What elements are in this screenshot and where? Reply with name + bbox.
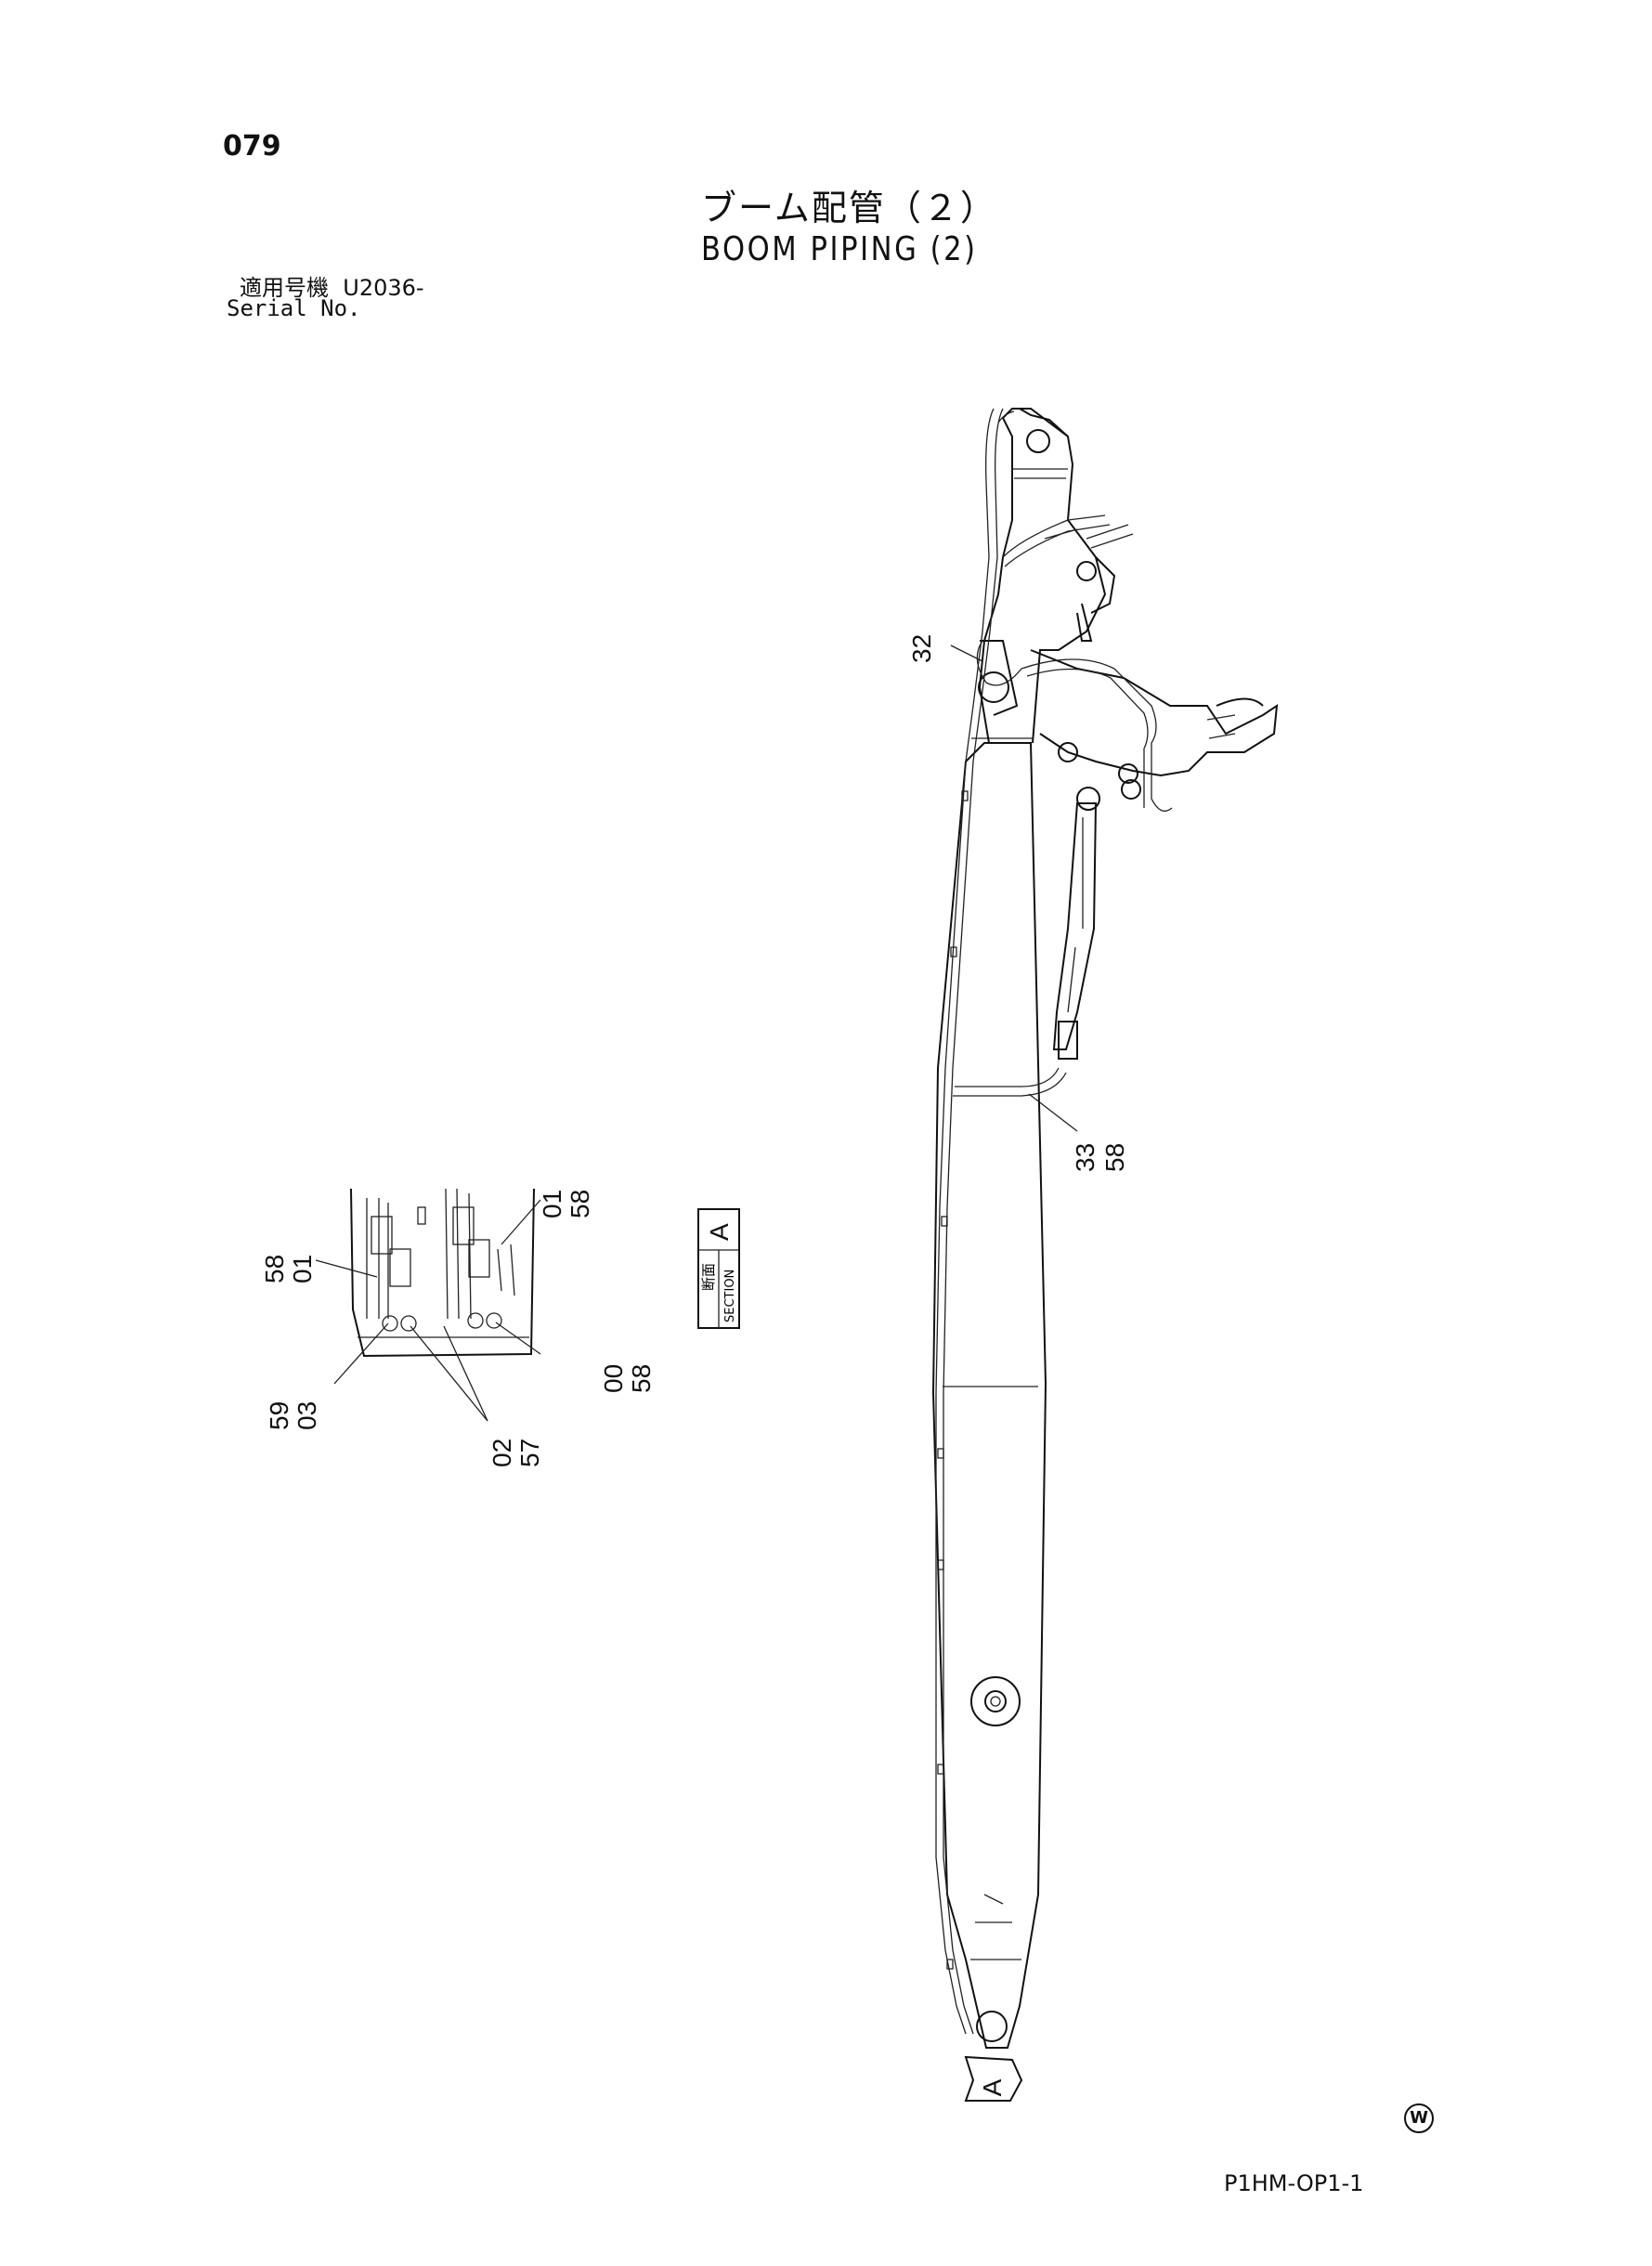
callout-03: 03 bbox=[293, 1401, 321, 1430]
section-a-detail bbox=[315, 1188, 541, 1422]
leader-33-58 bbox=[1028, 1093, 1078, 1132]
title-english: BOOM PIPING (2) bbox=[701, 230, 978, 268]
callout-32: 32 bbox=[907, 634, 936, 663]
title-japanese: ブーム配管（２） bbox=[701, 188, 997, 228]
callout-58-lower: 58 bbox=[627, 1364, 656, 1393]
section-label-letter: A bbox=[705, 1223, 734, 1241]
callout-58-left: 58 bbox=[260, 1255, 289, 1283]
callout-58-right: 58 bbox=[566, 1190, 594, 1218]
hydraulic-piping bbox=[935, 408, 1173, 2035]
section-a-arrow: A bbox=[964, 2055, 1023, 2102]
section-label-box: 断面 SECTION A bbox=[697, 1208, 740, 1329]
callout-01-left: 01 bbox=[288, 1255, 317, 1283]
page-number: 079 bbox=[223, 130, 281, 163]
boom-body bbox=[931, 737, 1047, 2049]
callout-59: 59 bbox=[265, 1401, 293, 1430]
callout-33: 33 bbox=[1071, 1143, 1099, 1172]
serial-label-ja-text: 適用号機 bbox=[240, 275, 329, 301]
section-label-en: SECTION bbox=[723, 1270, 737, 1322]
boom-cylinder bbox=[1052, 779, 1141, 1060]
drawing-code: P1HM-OP1-1 bbox=[1224, 2170, 1364, 2196]
boom-head bbox=[978, 408, 1279, 784]
callout-00: 00 bbox=[599, 1364, 628, 1393]
section-label-ja: 断面 bbox=[700, 1263, 717, 1291]
serial-label-english: Serial No. bbox=[227, 295, 361, 321]
leader-32 bbox=[950, 645, 983, 662]
serial-label-japanese: 適用号機 U2036- bbox=[240, 269, 424, 302]
serial-value: U2036- bbox=[343, 275, 424, 301]
w-mark-icon: W bbox=[1404, 2103, 1434, 2133]
callout-02: 02 bbox=[488, 1439, 516, 1467]
callout-57: 57 bbox=[515, 1439, 544, 1467]
section-arrow-letter: A bbox=[978, 2078, 1007, 2096]
callout-58-boom: 58 bbox=[1100, 1143, 1129, 1172]
callout-01-right: 01 bbox=[538, 1190, 566, 1218]
